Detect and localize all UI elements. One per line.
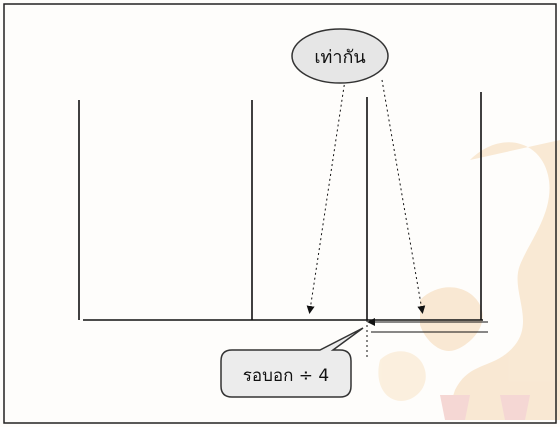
slide-border [3, 3, 557, 424]
perimeter-label: รอบอก ÷ 4 [243, 366, 330, 386]
dotted-arrow-left [306, 79, 346, 314]
equal-ellipse [291, 28, 389, 84]
emblem-watermark [378, 140, 560, 420]
perimeter-bubble [220, 327, 364, 398]
equal-callout: เท่ากัน [291, 28, 389, 84]
equal-label: เท่ากัน [314, 47, 365, 68]
dotted-arrow-right [381, 79, 426, 314]
perimeter-callout: รอบอก ÷ 4 [220, 327, 364, 398]
